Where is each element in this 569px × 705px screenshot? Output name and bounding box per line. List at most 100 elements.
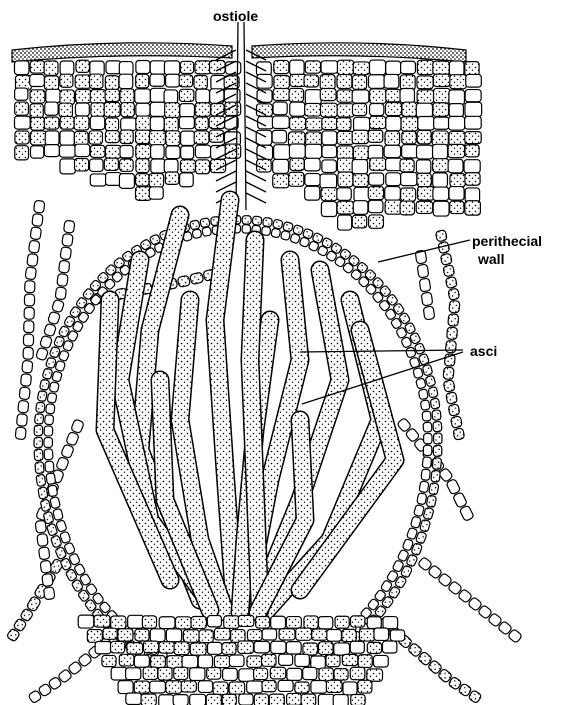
base-cell — [222, 694, 236, 705]
stroma-cell — [304, 158, 320, 171]
stroma-cell — [290, 102, 305, 116]
stroma-cell — [180, 160, 195, 173]
stroma-cell — [14, 116, 30, 129]
hypha-cell — [48, 311, 61, 325]
stroma-cell — [400, 159, 414, 172]
stroma-cell — [136, 130, 151, 143]
base-cell — [311, 681, 327, 694]
wall-cell — [52, 371, 63, 382]
hypha-cell — [25, 281, 35, 293]
stroma-cell — [60, 159, 75, 174]
hypha-cell — [19, 387, 30, 400]
hypha-cell — [190, 272, 204, 285]
stroma-cell — [305, 61, 320, 73]
stroma-cell — [338, 172, 353, 187]
stroma-cell — [465, 62, 479, 76]
base-cell — [159, 642, 174, 653]
stroma-cell — [337, 90, 353, 102]
base-cell — [247, 630, 262, 641]
hypha-cell — [52, 299, 65, 313]
hypha-cell — [59, 260, 70, 273]
wall-cell — [280, 230, 290, 240]
stroma-cell — [120, 89, 134, 103]
base-cell — [342, 654, 357, 665]
stroma-cell — [30, 146, 43, 158]
base-cell — [134, 681, 150, 693]
stroma-cell — [433, 61, 450, 75]
wall-cell — [422, 364, 433, 376]
hypha-cell — [42, 574, 53, 587]
base-cell — [151, 656, 166, 668]
stroma-cell — [45, 131, 59, 145]
wall-cell — [419, 481, 429, 493]
hypha-cell — [417, 264, 429, 278]
base-cell — [198, 681, 212, 693]
wall-cell — [426, 495, 436, 507]
stroma-cell — [195, 103, 210, 117]
stroma-cell — [150, 117, 164, 131]
stroma-cell — [321, 188, 337, 201]
stroma-cell — [164, 90, 178, 104]
stroma-cell — [166, 74, 180, 87]
wall-cell — [49, 382, 59, 393]
base-cell — [199, 630, 213, 643]
stroma-cell — [90, 174, 106, 186]
stroma-cell — [196, 160, 210, 174]
stroma-cell — [400, 75, 415, 90]
base-cell — [367, 617, 381, 629]
stroma-cell — [194, 76, 207, 89]
stroma-cell — [289, 88, 303, 101]
wall-cell — [48, 485, 58, 497]
stroma-cell — [44, 145, 59, 157]
stroma-cell — [450, 75, 467, 89]
stroma-cell — [370, 89, 387, 103]
stroma-cell — [195, 117, 208, 130]
base-cell — [383, 641, 397, 653]
base-cell — [239, 669, 254, 681]
base-cell — [343, 682, 357, 695]
stroma-cell — [136, 60, 150, 73]
stroma-cell — [352, 160, 367, 174]
wall-cell — [422, 411, 431, 421]
base-cell — [247, 681, 263, 693]
stroma-cell — [290, 117, 306, 130]
stroma-cell — [417, 90, 434, 103]
wall-cell — [252, 216, 262, 226]
periphysis — [216, 182, 236, 192]
stroma-cell — [352, 90, 369, 103]
base-cell — [128, 615, 144, 628]
base-cell — [181, 681, 196, 692]
base-cell — [254, 694, 268, 705]
base-cell — [190, 643, 206, 655]
hypha-cell — [57, 274, 68, 287]
stroma-cell — [385, 187, 401, 201]
stroma-cell — [60, 61, 74, 75]
stroma-cell — [401, 61, 416, 73]
stroma-cell — [90, 90, 106, 104]
stroma-cell — [105, 89, 119, 101]
stroma-cell — [434, 88, 451, 103]
stroma-cell — [322, 131, 337, 145]
base-cell — [279, 629, 295, 640]
hypha-cell — [15, 427, 26, 440]
stroma-cell — [91, 103, 105, 117]
base-cell — [229, 655, 244, 667]
stroma-cell — [448, 159, 463, 172]
hypha-cell — [440, 253, 452, 265]
wall-cell — [263, 217, 273, 227]
base-cell — [207, 616, 221, 627]
wall-cell — [424, 433, 433, 443]
label-perithecial-wall: perithecial wall — [378, 233, 542, 267]
stroma-cell — [211, 75, 225, 89]
hypha-cell — [40, 560, 51, 573]
wall-cell — [432, 458, 441, 470]
stroma-cell — [44, 117, 59, 129]
hypha-cell — [450, 416, 462, 428]
stroma-cell — [354, 117, 370, 131]
base-cell — [269, 694, 284, 705]
stroma-cell — [322, 118, 337, 130]
base-cell — [207, 668, 221, 680]
base-cell — [373, 655, 388, 667]
base-cell — [312, 629, 328, 640]
base-cell — [102, 655, 116, 666]
